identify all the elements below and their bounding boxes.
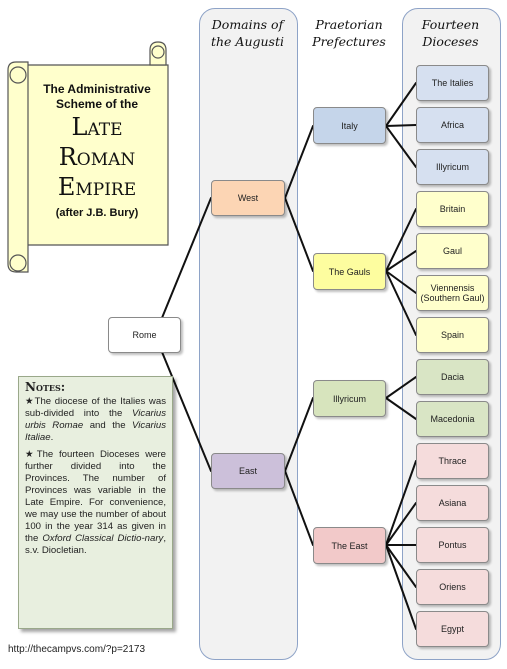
note-1-text-d: Vicarius Italiae (25, 420, 166, 443)
node-east: East (211, 453, 285, 489)
node-rome: Rome (108, 317, 181, 353)
title-line2: Scheme of the (55, 97, 139, 111)
title-big2: Roman (58, 143, 136, 171)
source-url: http://thecampvs.com/?p=2173 (8, 644, 146, 655)
node-asiana: Asiana (416, 485, 489, 521)
link-theeast-oriens (385, 544, 417, 588)
link-gauls-viennensis (385, 270, 417, 294)
link-theeast-thrace (385, 460, 417, 546)
augusti-header-line1: Domains of (211, 17, 284, 32)
node-egypt: Egypt (416, 611, 489, 647)
node-spain: Spain (416, 317, 489, 353)
notes-title: Notes: (25, 380, 66, 394)
note-1-text-b: Vicarius urbis Romae (25, 408, 166, 431)
note-1: ★The diocese of the Italies was sub-divi… (25, 396, 166, 444)
title-big3: Empire (57, 173, 137, 201)
node-gauls: The Gauls (313, 253, 386, 290)
node-west: West (211, 180, 285, 216)
note-2: ★The fourteen Dioceses were further divi… (25, 449, 166, 557)
link-gauls-spain (385, 270, 417, 336)
node-dacia: Dacia (416, 359, 489, 395)
title-after: (after J.B. Bury) (55, 207, 139, 219)
link-italy-illyricum (385, 125, 417, 168)
link-east-illyricum (284, 397, 314, 472)
node-africa: Africa (416, 107, 489, 143)
node-illyricum-diocese: Illyricum (416, 149, 489, 185)
link-italy-italies (385, 82, 417, 127)
prefectures-header-line2: Prefectures (312, 34, 386, 49)
node-viennensis: Viennensis (Southern Gaul) (416, 275, 489, 311)
link-illyricum-macedonia (385, 397, 417, 420)
title-line1: The Administrative (43, 82, 151, 96)
augusti-column-header: Domains of the Augusti (199, 16, 296, 50)
link-gauls-britain (385, 208, 417, 272)
node-macedonia: Macedonia (416, 401, 489, 437)
node-gaul: Gaul (416, 233, 489, 269)
node-pontus: Pontus (416, 527, 489, 563)
note-2-text-c: , s.v. Diocletian. (25, 533, 166, 556)
note-2-text-b: Oxford Classical Dictio-nary (42, 533, 164, 544)
link-rome-west (154, 197, 212, 336)
link-west-gauls (284, 197, 314, 272)
star-icon: ★ (25, 449, 37, 460)
dioceses-column-header: Fourteen Dioceses (402, 16, 499, 50)
node-the-italies: The Italies (416, 65, 489, 101)
link-theeast-egypt (385, 544, 417, 630)
note-1-text-e: . (50, 432, 54, 443)
link-theeast-asiana (385, 502, 417, 546)
star-icon: ★ (25, 396, 35, 407)
node-italy: Italy (313, 107, 386, 144)
node-illyricum-prefecture: Illyricum (313, 380, 386, 417)
title-big1: Late (71, 113, 123, 141)
link-east-theeast (284, 470, 314, 546)
dioceses-header-line1: Fourteen (421, 17, 480, 32)
node-britain: Britain (416, 191, 489, 227)
prefectures-column-header: Praetorian Prefectures (305, 16, 393, 50)
notes-box: Notes: ★The diocese of the Italies was s… (18, 376, 173, 629)
note-1-text-a: The diocese of the Italies was sub-divid… (25, 396, 166, 419)
link-italy-africa (385, 124, 417, 127)
link-rome-east (154, 334, 212, 472)
link-gauls-gaul (385, 250, 417, 272)
link-illyricum-dacia (385, 376, 417, 399)
note-1-text-c: and the (83, 420, 133, 431)
node-thrace: Thrace (416, 443, 489, 479)
scroll-title: The Administrative Scheme of the Late Ro… (28, 82, 166, 220)
augusti-column (199, 8, 298, 660)
augusti-header-line2: the Augusti (210, 34, 284, 49)
link-west-italy (284, 125, 314, 199)
scroll-graphic (7, 41, 169, 273)
node-the-east: The East (313, 527, 386, 564)
note-2-text-a: The fourteen Dioceses were further divid… (25, 449, 166, 544)
node-oriens: Oriens (416, 569, 489, 605)
dioceses-header-line2: Dioceses (422, 34, 479, 49)
prefectures-header-line1: Praetorian (315, 17, 383, 32)
